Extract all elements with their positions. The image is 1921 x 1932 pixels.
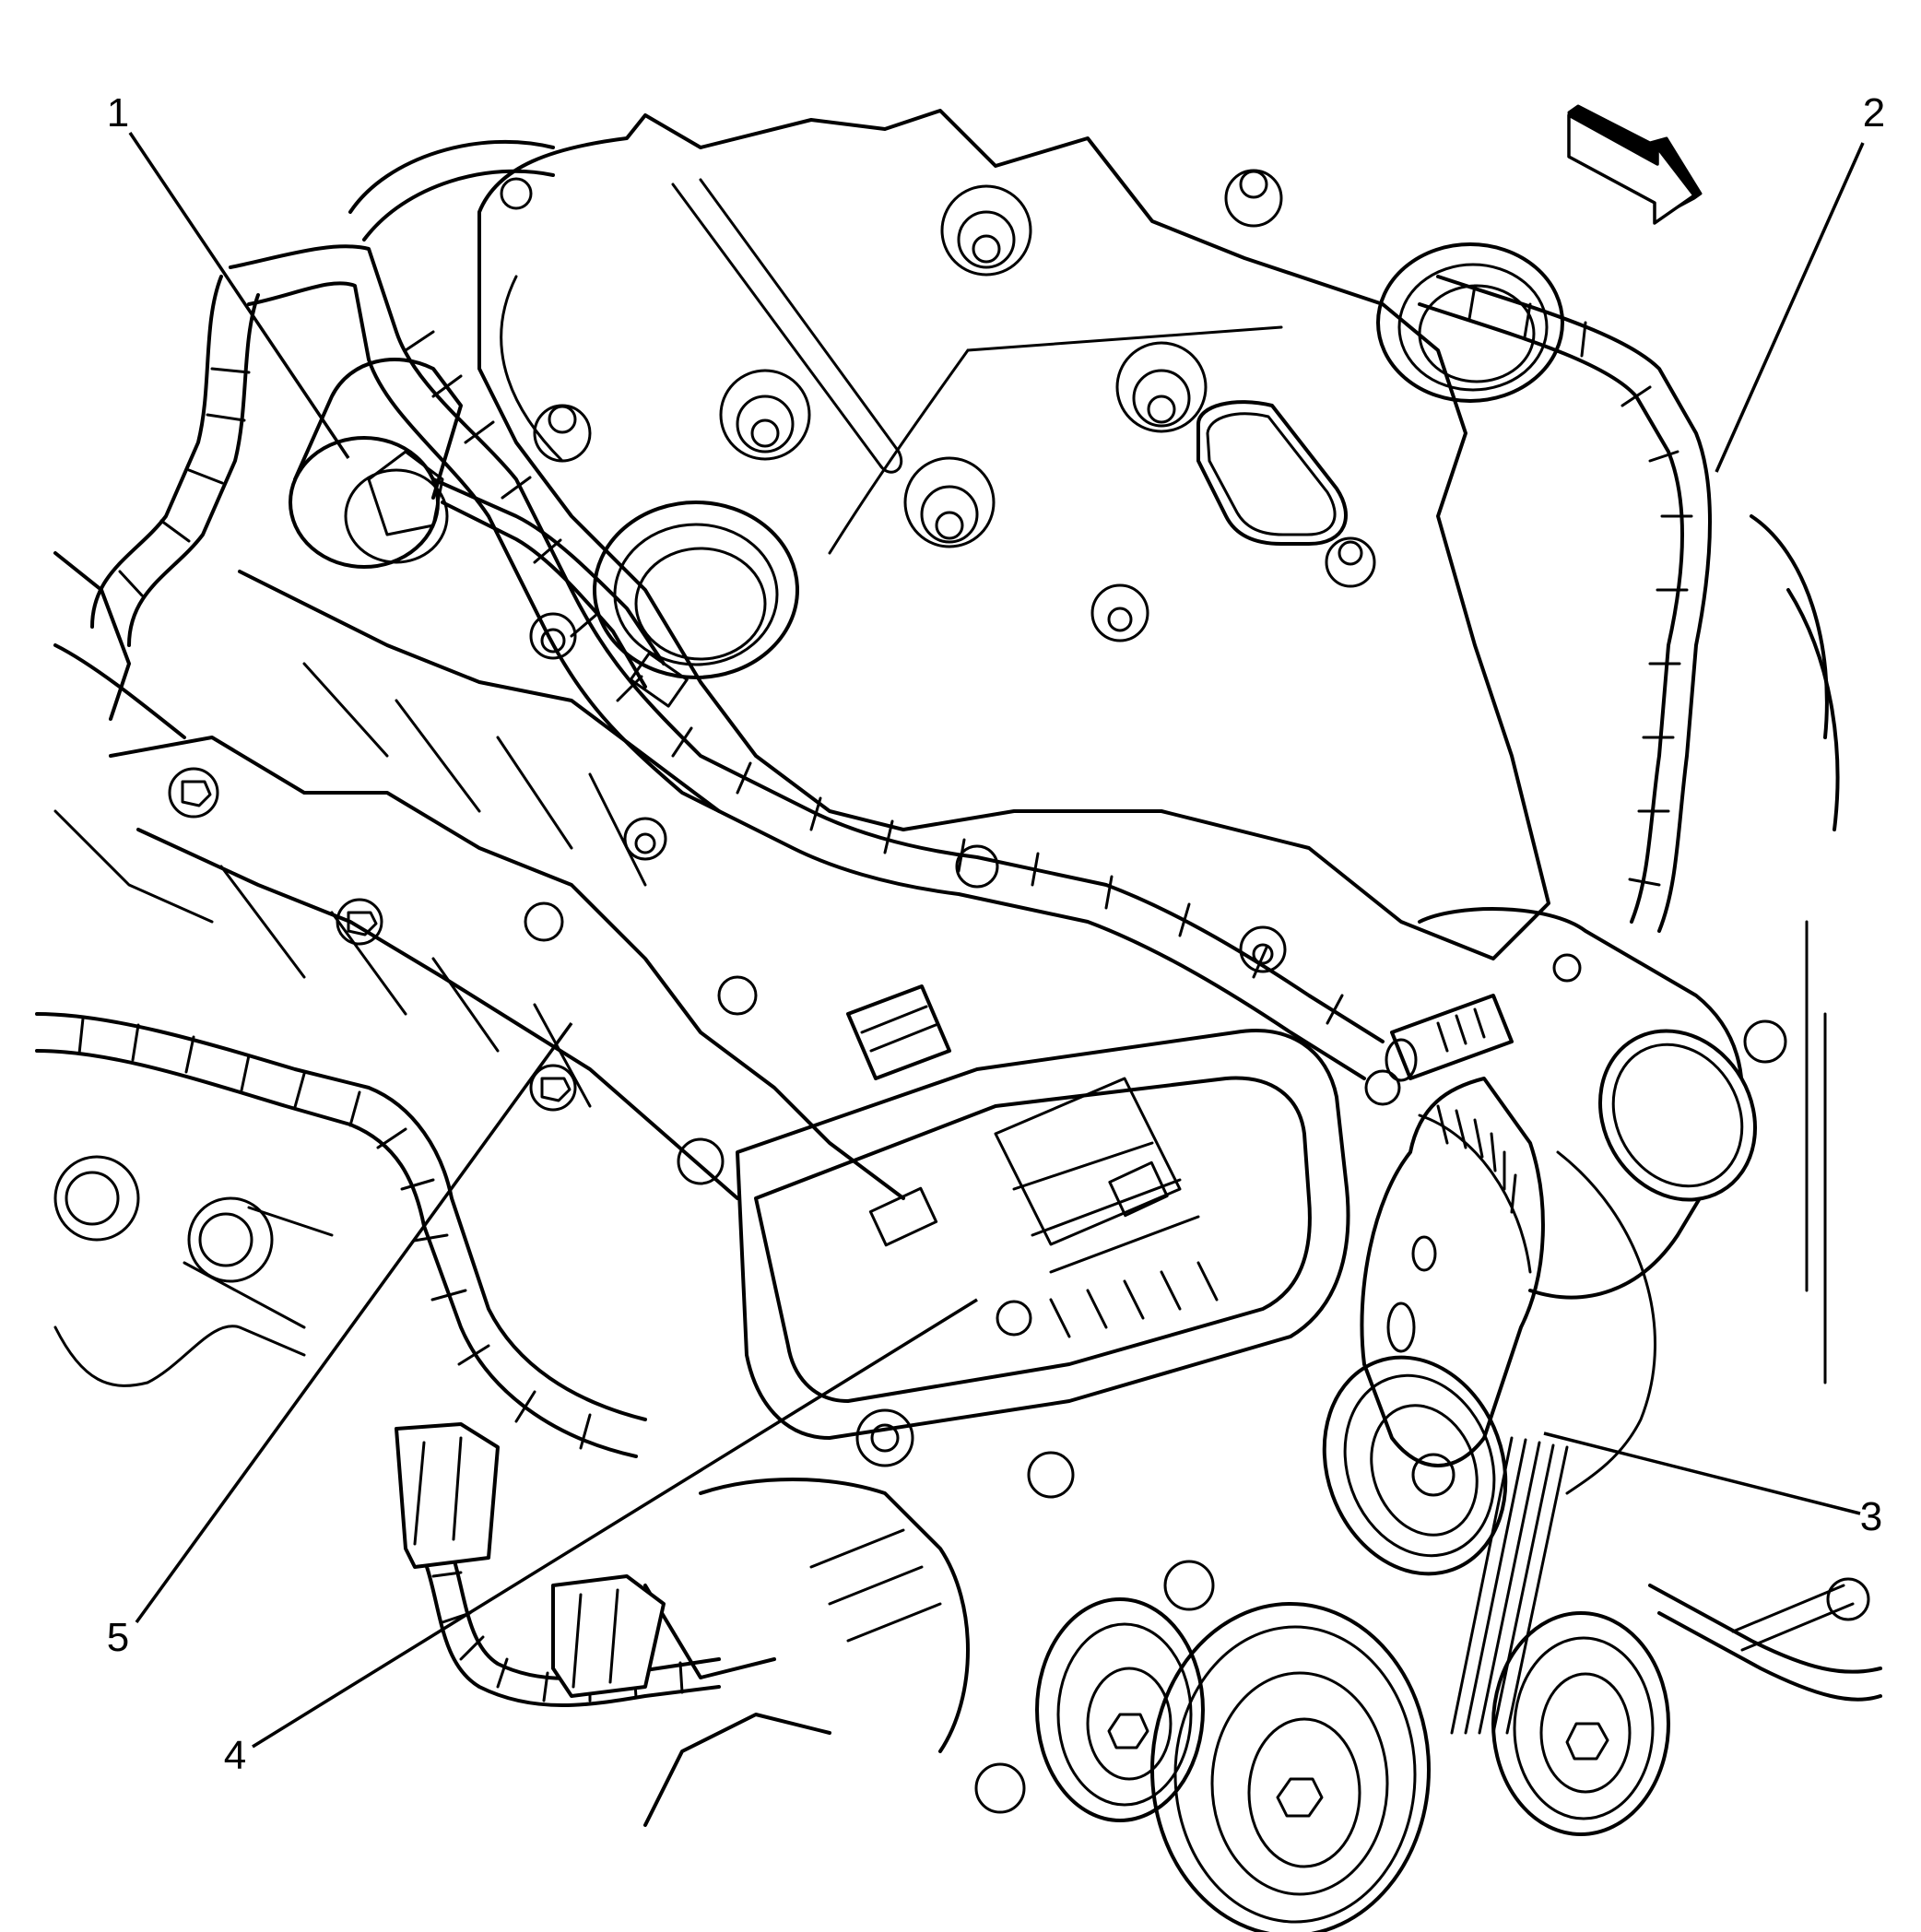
lower-block bbox=[395, 1408, 1215, 1827]
lower-left-connector bbox=[395, 1422, 500, 1569]
pulley-left bbox=[1035, 1597, 1205, 1822]
throttle-inlet-port-right bbox=[1376, 242, 1564, 403]
cover-access-port bbox=[1196, 400, 1348, 546]
throttle-body bbox=[1360, 907, 1787, 1467]
accessory-drive bbox=[1035, 1150, 1882, 1932]
lower-intake-runners bbox=[53, 570, 1287, 1200]
upper-intake-cover bbox=[477, 109, 1564, 960]
top-studs bbox=[500, 169, 1376, 642]
left-block-detail bbox=[53, 514, 1840, 1387]
pulley-right bbox=[1491, 1611, 1670, 1836]
item-1-sensor bbox=[289, 358, 689, 708]
cover-bolt-3 bbox=[1115, 341, 1208, 433]
callout-1: 1 bbox=[106, 90, 130, 135]
callout-2: 2 bbox=[1862, 90, 1886, 135]
crank-pulley bbox=[1150, 1602, 1431, 1932]
cover-bolt-1 bbox=[940, 184, 1032, 277]
wiring-harness bbox=[35, 139, 1712, 1707]
leader-1 bbox=[128, 132, 350, 459]
idler-pulley-upper bbox=[1322, 1355, 1508, 1576]
cover-bolt-2 bbox=[719, 369, 811, 461]
leader-3 bbox=[1543, 1431, 1861, 1515]
callout-5: 5 bbox=[106, 1615, 130, 1660]
leader-5 bbox=[135, 1021, 573, 1624]
center-connector bbox=[846, 984, 951, 1080]
lower-center-connector bbox=[551, 1574, 666, 1698]
front-direction-arrow-icon bbox=[1567, 104, 1703, 225]
ignition-module bbox=[736, 1029, 1350, 1440]
leader-4 bbox=[252, 1298, 978, 1749]
callout-4: 4 bbox=[223, 1733, 247, 1778]
runner-bolts bbox=[168, 612, 1287, 1185]
callout-leaders bbox=[128, 132, 1865, 1749]
leader-2 bbox=[1715, 142, 1865, 473]
callout-3: 3 bbox=[1859, 1494, 1883, 1539]
cover-bolt-4 bbox=[903, 456, 996, 548]
